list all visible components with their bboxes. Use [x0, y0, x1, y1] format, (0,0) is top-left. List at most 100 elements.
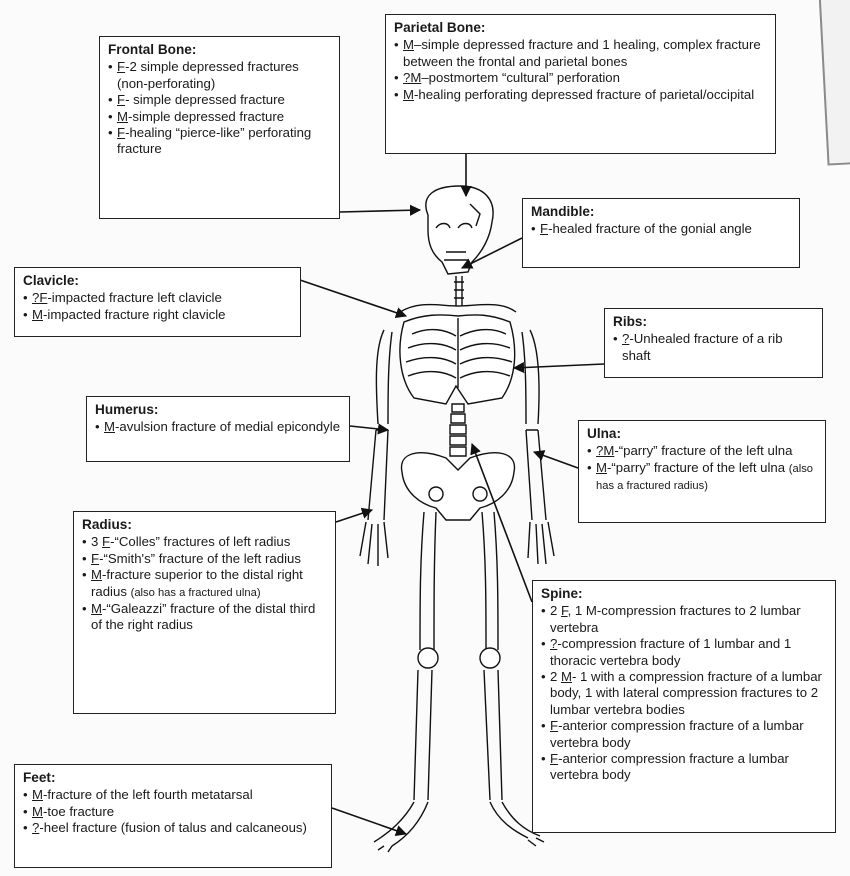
- parietal-title: Parietal Bone:: [394, 20, 767, 36]
- arrow-frontal: [340, 210, 420, 212]
- finding-note: (also has a fractured ulna): [131, 587, 261, 599]
- finding-text: -impacted fracture right clavicle: [43, 307, 226, 322]
- finding-text: -2 simple depressed fractures (non-perfo…: [117, 59, 299, 90]
- sex-code: M: [32, 307, 43, 322]
- finding-text: -“Colles” fractures of left radius: [110, 534, 290, 549]
- spine-finding-list: 2 F, 1 M-compression fractures to 2 lumb…: [541, 603, 827, 783]
- sex-code: F: [117, 92, 125, 107]
- finding-item: ?-heel fracture (fusion of talus and cal…: [23, 820, 323, 836]
- skeleton: [360, 186, 554, 852]
- finding-item: M-fracture of the left fourth metatarsal: [23, 787, 323, 803]
- finding-prefix: 2: [550, 603, 561, 618]
- ulna-title: Ulna:: [587, 426, 817, 442]
- skull: [426, 186, 493, 274]
- left-femur: [482, 512, 498, 650]
- finding-item: M-“parry” fracture of the left ulna (als…: [587, 460, 817, 495]
- finding-item: F-“Smith's” fracture of the left radius: [82, 551, 327, 567]
- mandible-box: Mandible:F-healed fracture of the gonial…: [522, 198, 800, 268]
- sex-code: M: [91, 567, 102, 582]
- right-femur: [420, 512, 436, 650]
- finding-text: -“Galeazzi” fracture of the distal third…: [91, 601, 315, 632]
- lumbar-spine: [450, 404, 466, 456]
- radius-finding-list: 3 F-“Colles” fractures of left radiusF-“…: [82, 534, 327, 633]
- finding-text: -impacted fracture left clavicle: [47, 290, 221, 305]
- frontal-title: Frontal Bone:: [108, 42, 331, 58]
- left-tibia: [484, 670, 502, 800]
- finding-text: - simple depressed fracture: [125, 92, 285, 107]
- finding-item: M-“Galeazzi” fracture of the distal thir…: [82, 601, 327, 634]
- finding-text: -fracture of the left fourth metatarsal: [43, 787, 253, 802]
- clavicle-finding-list: ?F-impacted fracture left clavicleM-impa…: [23, 290, 292, 323]
- spine-title: Spine:: [541, 586, 827, 602]
- left-hand: [528, 522, 554, 564]
- finding-text: -Unhealed fracture of a rib shaft: [622, 331, 783, 362]
- sex-code: M: [403, 87, 414, 102]
- left-forearm: [526, 430, 546, 520]
- finding-item: F-2 simple depressed fractures (non-perf…: [108, 59, 331, 92]
- arrow-radius: [336, 510, 372, 522]
- arrow-clavicle: [300, 280, 406, 316]
- sex-code: M: [32, 804, 43, 819]
- arrow-feet: [332, 808, 406, 834]
- finding-item: F- simple depressed fracture: [108, 92, 331, 108]
- finding-item: M-simple depressed fracture: [108, 109, 331, 125]
- sex-code: F: [550, 718, 558, 733]
- finding-text: -“Smith's” fracture of the left radius: [99, 551, 301, 566]
- ribs-box: Ribs:?-Unhealed fracture of a rib shaft: [604, 308, 823, 378]
- radius-title: Radius:: [82, 517, 327, 533]
- cervical-spine: [454, 276, 464, 306]
- sex-code: M: [91, 601, 102, 616]
- frontal-bone-box: Frontal Bone:F-2 simple depressed fractu…: [99, 36, 340, 219]
- sex-code: F: [540, 221, 548, 236]
- finding-text: - 1 with a compression fracture of a lum…: [550, 669, 822, 717]
- finding-text: –simple depressed fracture and 1 healing…: [403, 37, 761, 68]
- finding-item: M-toe fracture: [23, 804, 323, 820]
- clavicle-title: Clavicle:: [23, 273, 292, 289]
- feet-box: Feet:M-fracture of the left fourth metat…: [14, 764, 332, 868]
- frontal-finding-list: F-2 simple depressed fractures (non-perf…: [108, 59, 331, 157]
- finding-text: -anterior compression fracture a lumbar …: [550, 751, 789, 782]
- finding-item: 3 F-“Colles” fractures of left radius: [82, 534, 327, 550]
- finding-item: M-avulsion fracture of medial epicondyle: [95, 419, 341, 435]
- feet-finding-list: M-fracture of the left fourth metatarsal…: [23, 787, 323, 836]
- finding-item: F-healed fracture of the gonial angle: [531, 221, 791, 237]
- parietal-bone-box: Parietal Bone:M–simple depressed fractur…: [385, 14, 776, 154]
- finding-item: M-impacted fracture right clavicle: [23, 307, 292, 323]
- finding-item: F-anterior compression fracture of a lum…: [541, 718, 827, 751]
- finding-item: M-fracture superior to the distal right …: [82, 567, 327, 601]
- finding-text: -simple depressed fracture: [128, 109, 284, 124]
- finding-item: 2 M- 1 with a compression fracture of a …: [541, 669, 827, 718]
- humerus-title: Humerus:: [95, 402, 341, 418]
- parietal-finding-list: M–simple depressed fracture and 1 healin…: [394, 37, 767, 103]
- sex-code: F: [550, 751, 558, 766]
- sex-code: ?M: [596, 443, 614, 458]
- sex-code: F: [91, 551, 99, 566]
- right-humerus: [376, 330, 392, 424]
- sex-code: M: [104, 419, 115, 434]
- finding-item: F-healing “pierce-like” perforating frac…: [108, 125, 331, 158]
- spine-box: Spine:2 F, 1 M-compression fractures to …: [532, 580, 836, 833]
- finding-item: F-anterior compression fracture a lumbar…: [541, 751, 827, 784]
- finding-text: -avulsion fracture of medial epicondyle: [115, 419, 340, 434]
- sex-code: F: [102, 534, 110, 549]
- clavicles: [400, 305, 516, 313]
- ribs-finding-list: ?-Unhealed fracture of a rib shaft: [613, 331, 814, 364]
- arrow-humerus: [350, 426, 388, 430]
- finding-item: M–simple depressed fracture and 1 healin…: [394, 37, 767, 70]
- ulna-box: Ulna:?M-“parry” fracture of the left uln…: [578, 420, 826, 523]
- ribs-title: Ribs:: [613, 314, 814, 330]
- finding-text: -“parry” fracture of the left ulna: [614, 443, 792, 458]
- finding-text: -healing perforating depressed fracture …: [414, 87, 754, 102]
- right-forearm: [368, 430, 388, 520]
- sex-code: M: [403, 37, 414, 52]
- ulna-finding-list: ?M-“parry” fracture of the left ulnaM-“p…: [587, 443, 817, 494]
- sex-code: M: [117, 109, 128, 124]
- finding-item: M-healing perforating depressed fracture…: [394, 87, 767, 103]
- sex-code: F: [561, 603, 568, 618]
- finding-item: ?F-impacted fracture left clavicle: [23, 290, 292, 306]
- humerus-box: Humerus:M-avulsion fracture of medial ep…: [86, 396, 350, 462]
- sex-code: F: [117, 59, 125, 74]
- finding-item: ?-Unhealed fracture of a rib shaft: [613, 331, 814, 364]
- finding-item: ?M–postmortem “cultural” perforation: [394, 70, 767, 86]
- finding-item: ?M-“parry” fracture of the left ulna: [587, 443, 817, 459]
